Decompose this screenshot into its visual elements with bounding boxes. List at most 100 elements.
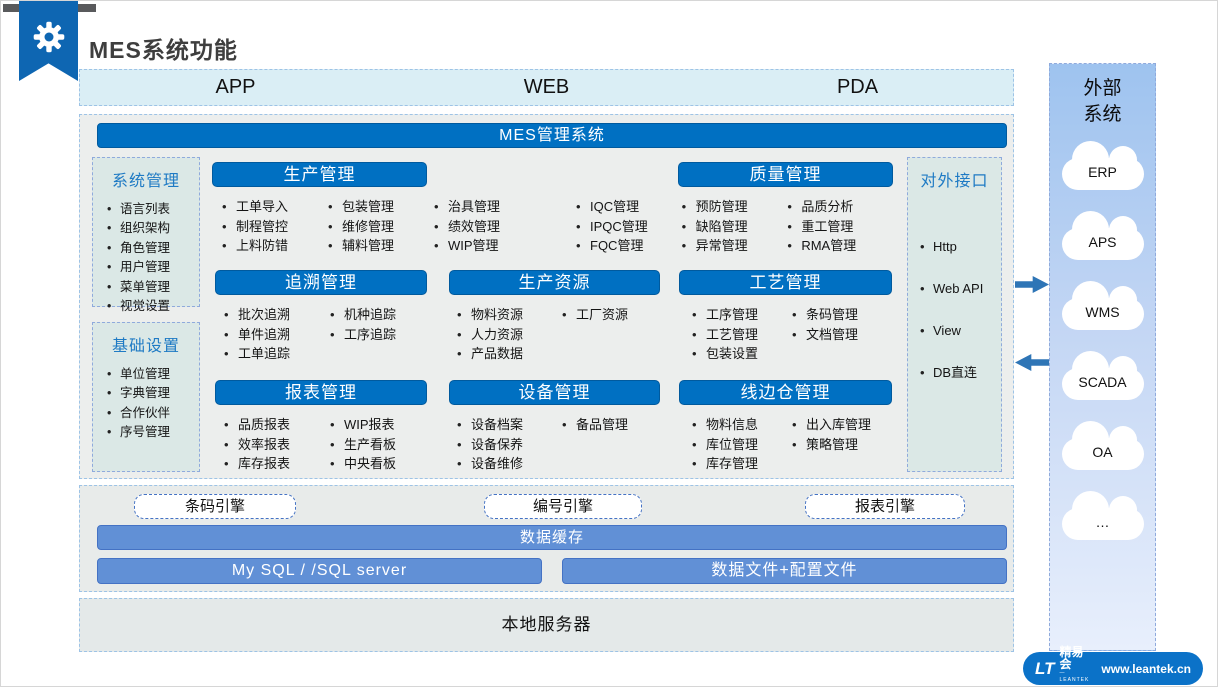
module-item: FQC管理	[576, 236, 682, 256]
cloud-icon: OA	[1061, 421, 1144, 470]
module-column: 出入库管理策略管理	[792, 415, 892, 474]
engine-box: 编号引擎	[484, 494, 642, 519]
external-systems-title: 外部系统	[1083, 78, 1122, 125]
module-column: 预防管理缺陷管理异常管理	[682, 197, 788, 256]
panel-item: 菜单管理	[107, 278, 199, 298]
left-arrow-icon	[1015, 354, 1049, 371]
module-item: 库存管理	[692, 454, 792, 474]
module-item: 中央看板	[330, 454, 436, 474]
module: 线边仓管理物料信息库位管理库存管理出入库管理策略管理	[667, 380, 892, 474]
system-management-panel: 系统管理语言列表组织架构角色管理用户管理菜单管理视觉设置	[92, 157, 200, 317]
brand-subtitle: — LEANTEK —	[1059, 670, 1090, 687]
module-header: 报表管理	[215, 380, 427, 405]
external-interface-panel: 对外接口 HttpWeb APIViewDB直连	[907, 157, 1002, 472]
module-item: 重工管理	[787, 217, 893, 237]
module-header: 工艺管理	[679, 270, 892, 295]
title-ribbon	[19, 1, 78, 81]
panel-item: 单位管理	[107, 365, 199, 385]
module-header: 生产管理	[212, 162, 427, 187]
module-item: 异常管理	[682, 236, 788, 256]
module-columns: 工序管理工艺管理包装设置条码管理文档管理	[667, 305, 892, 364]
external-system-label: WMS	[1085, 304, 1120, 320]
leantek-logo-icon: LT	[1035, 658, 1055, 678]
module-item: IQC管理	[576, 197, 682, 217]
panel-items: 单位管理字典管理合作伙伴序号管理	[93, 365, 199, 443]
brand-footer: LT 精易会 — LEANTEK — www.leantek.cn	[1023, 646, 1203, 687]
module: 设备管理设备档案设备保养设备维修备品管理	[439, 380, 667, 474]
platform-label: APP	[215, 76, 256, 98]
brand-url: www.leantek.cn	[1101, 661, 1191, 676]
module-column: 包装管理维修管理辅料管理	[328, 197, 434, 256]
module-item: WIP管理	[434, 236, 540, 256]
module-row-1: 生产管理工单导入制程管控上料防错包装管理维修管理辅料管理治具管理绩效管理WIP管…	[212, 162, 893, 256]
panel-title: 系统管理	[111, 173, 180, 190]
module-item: 包装管理	[328, 197, 434, 217]
module-column: 工序管理工艺管理包装设置	[692, 305, 792, 364]
storage-bar: 数据文件+配置文件	[562, 558, 1007, 584]
module-item: 文档管理	[792, 325, 892, 345]
external-system-label: APS	[1088, 234, 1117, 250]
panel-item: 组织架构	[107, 219, 199, 239]
module-item: RMA管理	[787, 236, 893, 256]
external-system-label: SCADA	[1078, 374, 1127, 390]
module-column: 工厂资源	[562, 305, 667, 364]
mes-system-header: MES管理系统	[97, 123, 1007, 148]
platform-bar: APP WEB PDA	[79, 69, 1014, 106]
panel-item: 视觉设置	[107, 297, 199, 317]
module-item: 预防管理	[682, 197, 788, 217]
module-item: 备品管理	[562, 415, 667, 435]
panel-item: 序号管理	[107, 423, 199, 443]
module-column: 机种追踪工序追踪	[330, 305, 436, 364]
platform-label: PDA	[836, 76, 879, 98]
module-item: 辅料管理	[328, 236, 434, 256]
panel-title: 对外接口	[920, 173, 989, 190]
module-item: 设备维修	[457, 454, 562, 474]
module-column: WIP报表生产看板中央看板	[330, 415, 436, 474]
panel-item: 角色管理	[107, 239, 199, 259]
panel-item: 用户管理	[107, 258, 199, 278]
interface-item: Http	[920, 239, 1001, 255]
module-item: 工单追踪	[224, 344, 330, 364]
cloud-icon: APS	[1061, 211, 1144, 260]
module-item: 策略管理	[792, 435, 892, 455]
module-column: 物料信息库位管理库存管理	[692, 415, 792, 474]
data-cache-bar: 数据缓存	[97, 525, 1007, 550]
external-system-label: OA	[1092, 444, 1113, 460]
module-item: 工单导入	[222, 197, 328, 217]
cloud-icon: ERP	[1061, 141, 1144, 190]
module-column: 品质报表效率报表库存报表	[224, 415, 330, 474]
module-item: 工序管理	[692, 305, 792, 325]
module-columns: 工单导入制程管控上料防错包装管理维修管理辅料管理治具管理绩效管理WIP管理	[212, 197, 552, 256]
brand-name: 精易会	[1059, 645, 1084, 671]
interface-item: View	[920, 323, 1001, 339]
module-item: 人力资源	[457, 325, 562, 345]
module-column: 设备档案设备保养设备维修	[457, 415, 562, 474]
module-header: 生产资源	[449, 270, 660, 295]
engine-box: 条码引擎	[134, 494, 296, 519]
interface-item: Web API	[920, 281, 1001, 297]
module-header: 设备管理	[449, 380, 660, 405]
cloud-icon: WMS	[1061, 281, 1144, 330]
module-item: 库存报表	[224, 454, 330, 474]
module-column: 治具管理绩效管理WIP管理	[434, 197, 540, 256]
module-item: IPQC管理	[576, 217, 682, 237]
module: 工艺管理工序管理工艺管理包装设置条码管理文档管理	[667, 270, 892, 364]
gear-icon	[33, 21, 64, 53]
module-item: 物料信息	[692, 415, 792, 435]
platform-label: WEB	[523, 76, 570, 98]
module-column: 物料资源人力资源产品数据	[457, 305, 562, 364]
module-columns: 物料资源人力资源产品数据工厂资源	[439, 305, 667, 364]
module-columns: 物料信息库位管理库存管理出入库管理策略管理	[667, 415, 892, 474]
module-item: 效率报表	[224, 435, 330, 455]
panel-items: 语言列表组织架构角色管理用户管理菜单管理视觉设置	[93, 200, 199, 317]
module-item: 条码管理	[792, 305, 892, 325]
module-header: 线边仓管理	[679, 380, 892, 405]
module-item: 物料资源	[457, 305, 562, 325]
module-item: 上料防错	[222, 236, 328, 256]
page-title: MES系统功能	[89, 37, 238, 63]
right-arrow-icon	[1015, 276, 1049, 293]
